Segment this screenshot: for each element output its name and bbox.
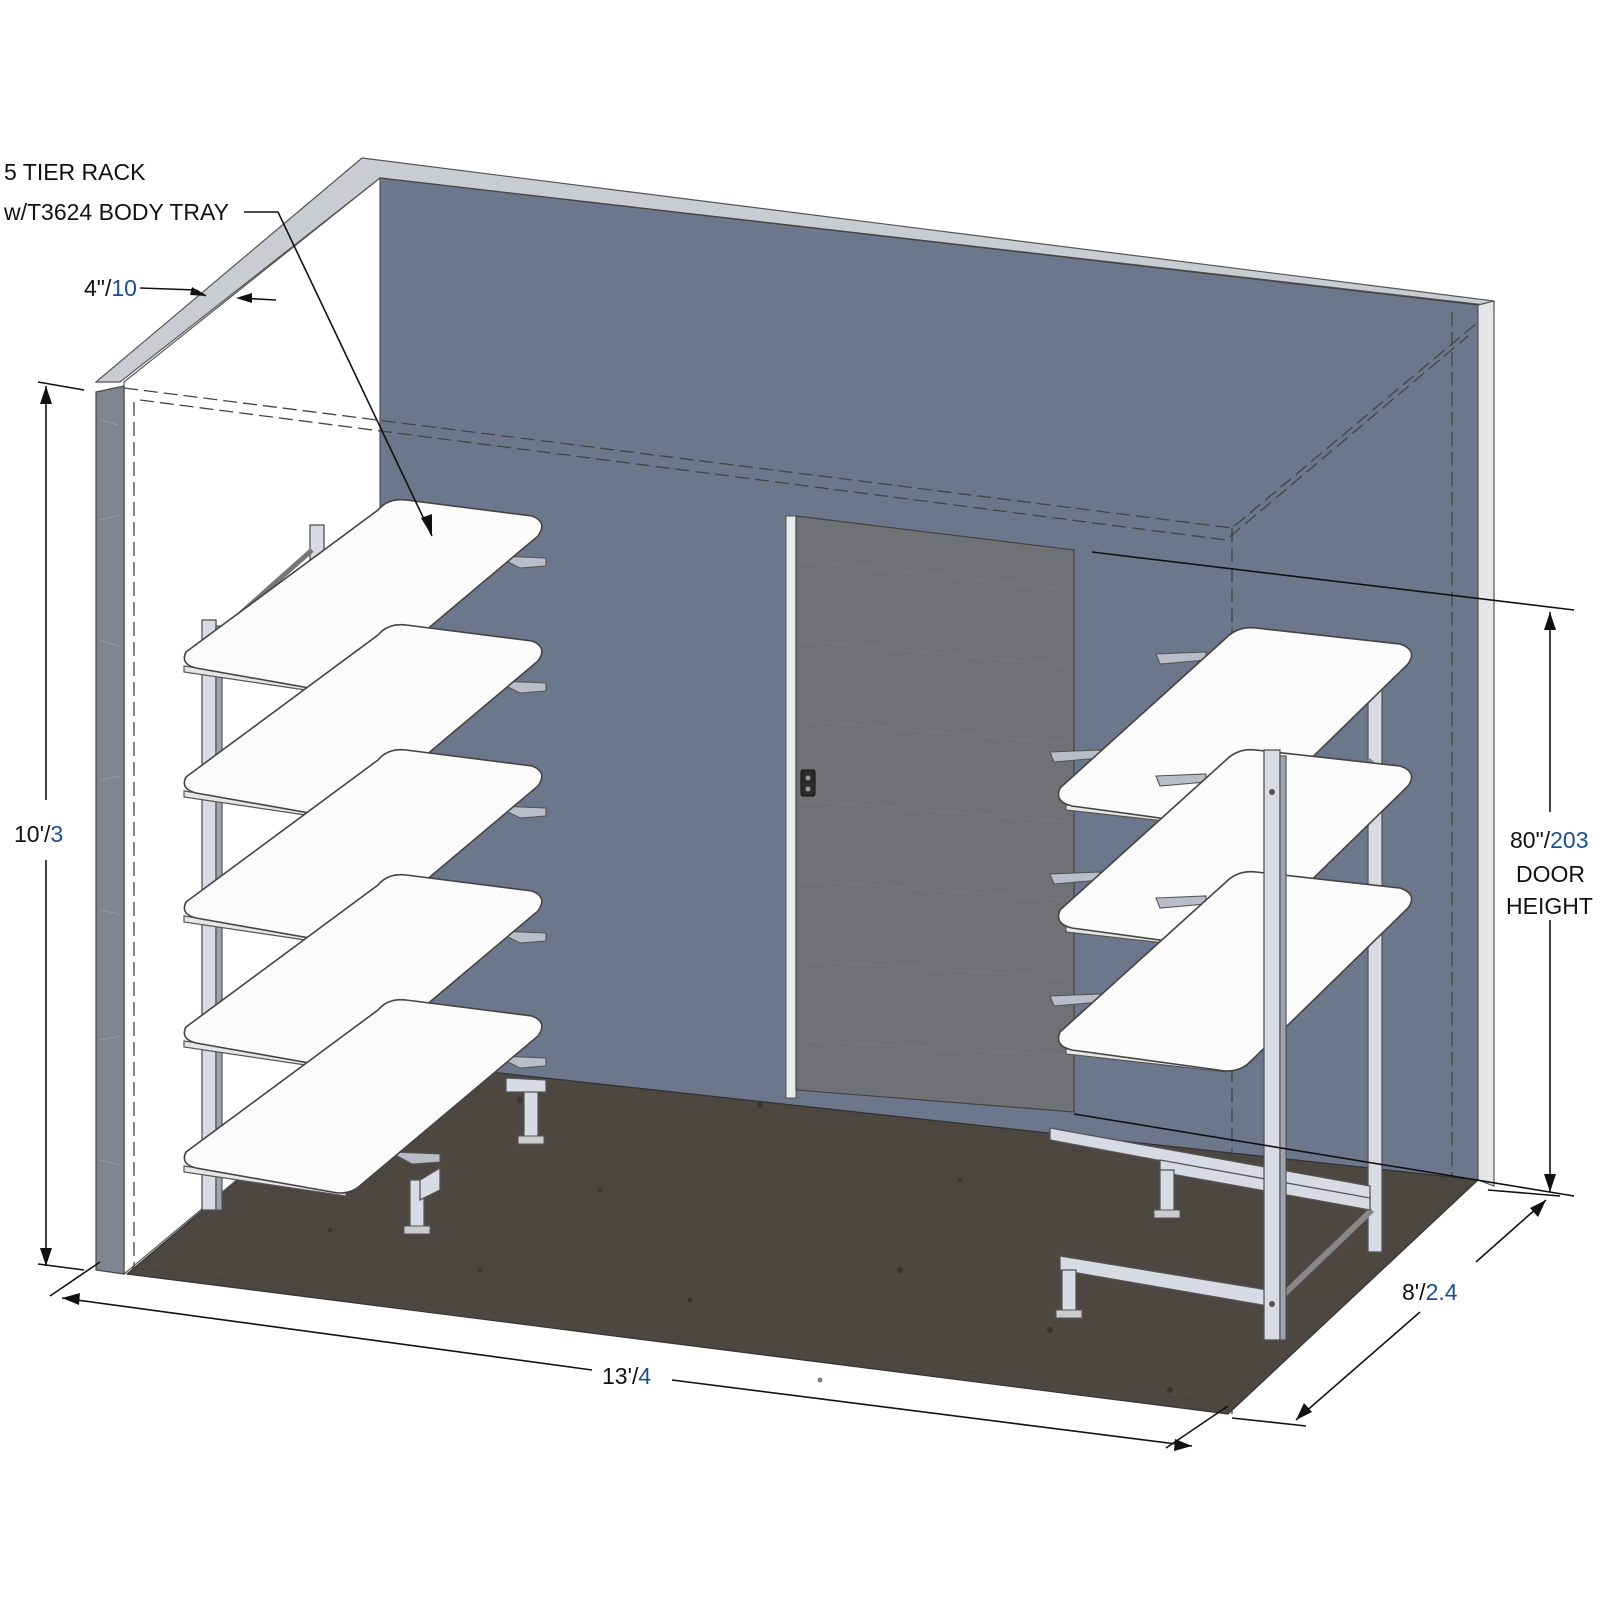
dim-depth-label: 8'/2.4 <box>1402 1279 1458 1305</box>
right-rack-bolt <box>1269 789 1275 795</box>
door-frame <box>785 515 797 1099</box>
rack-callout: 5 TIER RACK w/T3624 BODY TRAY <box>3 159 433 537</box>
callout-line-1: 5 TIER RACK <box>4 159 146 185</box>
right-tray <box>1049 870 1413 1073</box>
dim-wall-thickness-label: 4"/10 <box>84 275 137 301</box>
floor-dash <box>131 1183 1471 1403</box>
dim-door-height-line3: HEIGHT <box>1506 893 1593 919</box>
door-panel[interactable] <box>795 515 1075 1113</box>
left-wall-edge <box>95 385 125 1275</box>
dim-length-label: 13'/4 <box>602 1363 651 1389</box>
door-brushed-texture <box>799 559 1071 1057</box>
door-handle-icon[interactable] <box>800 769 816 797</box>
dim-door-height-label: 80"/203 <box>1510 827 1589 853</box>
callout-leader <box>244 211 433 537</box>
dim-height-label: 10'/3 <box>14 821 63 847</box>
ceiling-dash-left <box>123 321 1479 529</box>
floor-texture <box>327 1097 1173 1393</box>
right-rack-foot <box>1055 1269 1083 1319</box>
callout-arrowhead <box>421 514 432 536</box>
right-rack-foot <box>1153 1169 1181 1219</box>
dim-wall-thickness: 4"/10 <box>84 275 277 303</box>
left-rack-foot <box>505 1077 547 1145</box>
right-wall-edge <box>1477 300 1495 1187</box>
right-rack-front-frame <box>1263 749 1287 1341</box>
callout-line-2: w/T3624 BODY TRAY <box>3 199 229 225</box>
left-tray <box>183 998 547 1197</box>
dim-height: 10'/3 <box>14 381 85 1271</box>
right-rack-bolt <box>1269 1301 1275 1307</box>
dim-length: 13'/4 <box>49 1261 1229 1451</box>
left-tray-arm <box>389 1151 441 1165</box>
dim-door-height-line2: DOOR <box>1516 861 1585 887</box>
right-tray-surface <box>1057 870 1413 1072</box>
right-rack-front-post <box>1263 749 1281 1341</box>
ceiling-dash-inner <box>139 335 1469 541</box>
left-tray-surface <box>183 998 543 1194</box>
left-wall-edge-texture <box>99 419 121 1166</box>
left-rack-trays <box>183 498 547 1197</box>
right-rack-trays <box>1049 626 1413 1073</box>
left-rack-foot <box>403 1166 441 1235</box>
door[interactable] <box>785 515 1075 1113</box>
dim-depth: 8'/2.4 <box>1231 1189 1561 1427</box>
dim-door-height: 80"/203 DOOR HEIGHT <box>1073 551 1593 1197</box>
